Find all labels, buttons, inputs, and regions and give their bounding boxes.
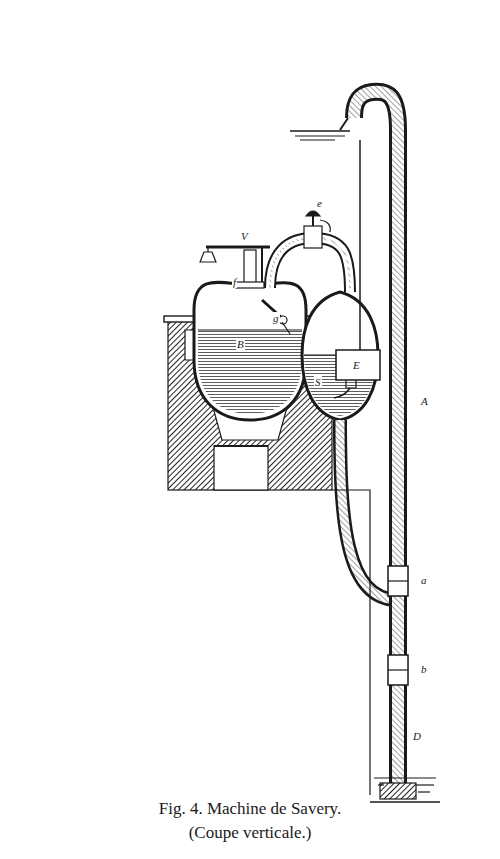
callout-letter: B — [236, 338, 245, 350]
callout-letter: a — [420, 574, 428, 586]
figure-caption: Fig. 4. Machine de Savery. (Coupe vertic… — [140, 797, 360, 845]
callout-letter: b — [420, 663, 428, 675]
callout-letter: f — [232, 276, 237, 288]
callout-letter: E — [352, 359, 361, 371]
callout-letter: V — [240, 230, 249, 242]
callout-letter: D — [412, 730, 422, 742]
steam-pipe — [270, 211, 350, 292]
small-cistern — [334, 350, 380, 398]
callout-letter: e — [316, 197, 323, 209]
rising-main — [354, 92, 416, 799]
callout-letter: g — [272, 312, 280, 324]
callout-letter: S — [314, 376, 322, 388]
gauge-cock — [262, 300, 290, 334]
boiler — [194, 282, 306, 420]
callout-letter: A — [420, 395, 429, 407]
well — [332, 490, 440, 802]
upper-cistern — [290, 118, 360, 350]
safety-valve — [200, 247, 270, 288]
